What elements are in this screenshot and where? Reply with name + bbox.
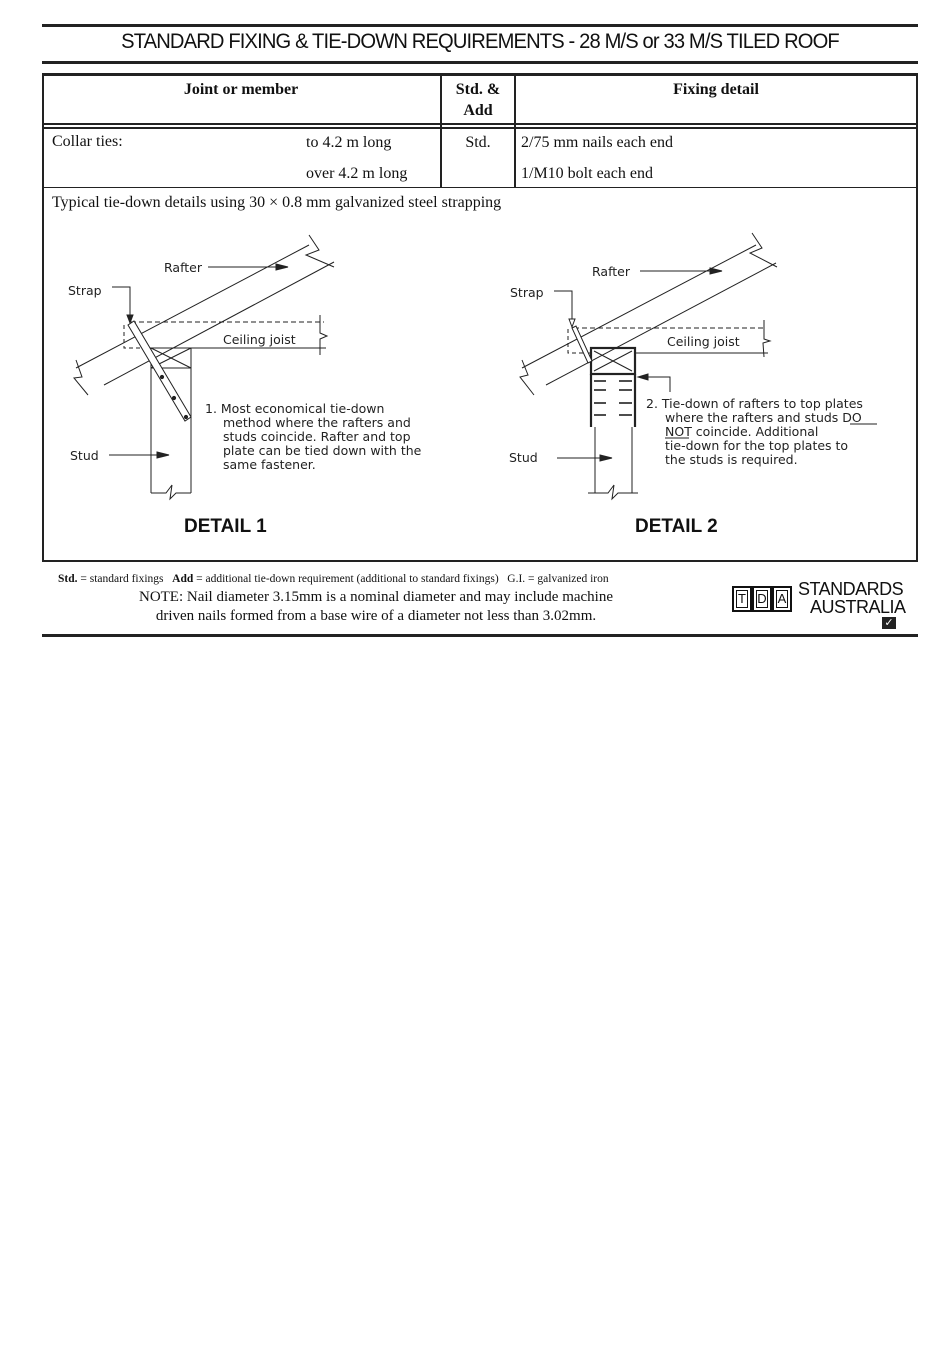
legend-std-value: = standard fixings	[80, 573, 164, 585]
header-divider	[42, 123, 918, 125]
condition-cell: to 4.2 m long	[306, 134, 392, 151]
col-header-fixing: Fixing detail	[673, 81, 759, 98]
legend-add-key: Add	[172, 573, 194, 585]
legend-gi: G.I. = galvanized iron	[507, 573, 609, 585]
detail-2-label: DETAIL 2	[635, 516, 718, 537]
ceiling-joist-label: Ceiling joist	[223, 332, 296, 347]
rafter-label: Rafter	[592, 264, 631, 279]
header-divider-2	[42, 127, 918, 129]
note-line: studs coincide. Rafter and top	[223, 429, 411, 444]
logo-letter-t: T	[732, 586, 752, 612]
logo-standards-text: STANDARDS	[798, 579, 904, 599]
note-line: 1. Most economical tie-down	[205, 401, 384, 416]
note-line-2: driven nails formed from a base wire of …	[155, 608, 597, 624]
tie-down-caption: Typical tie-down details using 30 × 0.8 …	[52, 194, 502, 211]
note-line-1: NOTE: Nail diameter 3.15mm is a nominal …	[138, 589, 614, 605]
logo-letter: A	[776, 590, 788, 608]
legend-line: Std. = standard fixings Add = additional…	[58, 573, 609, 585]
logo-letter-d: D	[752, 586, 772, 612]
note-line: the studs is required.	[665, 452, 798, 467]
strap-label: Strap	[510, 285, 544, 300]
col-divider-2	[514, 74, 516, 188]
std-add-cell: Std.	[465, 134, 491, 151]
condition-cell: over 4.2 m long	[306, 165, 408, 182]
col-divider-1	[440, 74, 442, 188]
rows-bottom-divider	[42, 187, 918, 188]
strap-label: Strap	[68, 283, 102, 298]
legend-add-value: = additional tie-down requirement (addit…	[196, 573, 499, 585]
table-left-border	[42, 74, 44, 562]
logo-letter: D	[756, 590, 768, 608]
page-title: STANDARD FIXING & TIE-DOWN REQUIREMENTS …	[121, 30, 840, 53]
col-header-joint: Joint or member	[183, 81, 299, 98]
table-top-rule	[42, 73, 918, 76]
member-cell: Collar ties:	[52, 133, 123, 150]
note-line: where the rafters and studs DO	[665, 410, 862, 425]
logo-letter-a: A	[772, 586, 792, 612]
fixing-cell: 1/M10 bolt each end	[521, 165, 653, 182]
logo-letter: T	[736, 590, 748, 608]
title-bottom-rule	[42, 61, 918, 64]
footer-bottom-rule	[42, 634, 918, 637]
table-bottom-rule	[42, 560, 918, 562]
detail-2-diagram: Rafter Strap Ceiling joist Stud 2. Tie-d…	[509, 232, 877, 501]
col-header-std: Std. &	[455, 81, 501, 98]
title-top-rule	[42, 24, 918, 27]
ceiling-joist-label: Ceiling joist	[667, 334, 740, 349]
note-line: tie-down for the top plates to	[665, 438, 848, 453]
rafter-label: Rafter	[164, 260, 203, 275]
note-line: NOT coincide. Additional	[665, 424, 818, 439]
legend-std-key: Std.	[58, 573, 78, 585]
stud-label: Stud	[509, 450, 538, 465]
note-line: 2. Tie-down of rafters to top plates	[646, 396, 863, 411]
fixing-cell: 2/75 mm nails each end	[521, 134, 673, 151]
checkmark-icon: ✓	[882, 617, 896, 629]
detail-1-diagram: Rafter Strap Ceiling joist Stud 1. Most …	[68, 234, 422, 501]
col-header-add: Add	[463, 102, 493, 119]
note-line: method where the rafters and	[223, 415, 411, 430]
table-right-border	[916, 74, 918, 562]
logo-australia-text: AUSTRALIA	[810, 597, 906, 617]
detail-1-label: DETAIL 1	[184, 516, 267, 537]
stud-label: Stud	[70, 448, 99, 463]
note-line: plate can be tied down with the	[223, 443, 422, 458]
note-line: same fastener.	[223, 457, 316, 472]
